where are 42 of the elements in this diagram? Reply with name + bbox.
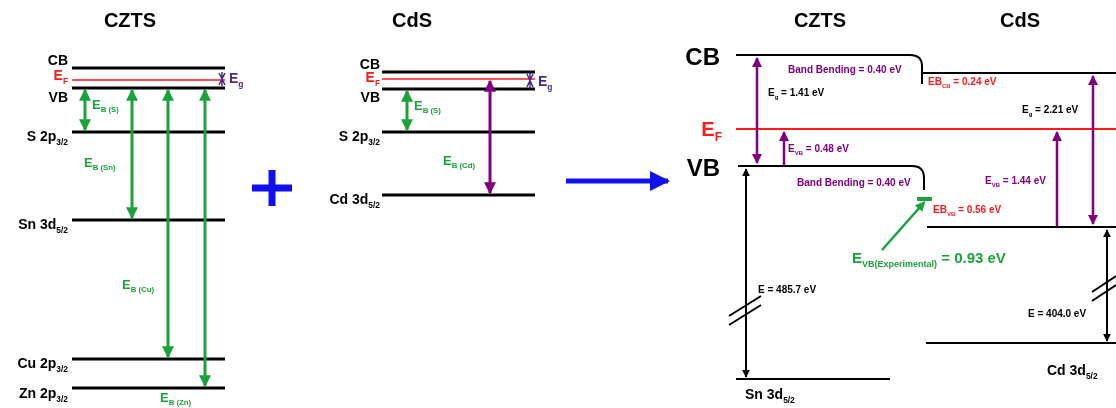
energy-label: E = 485.7 eV — [758, 285, 817, 295]
energy-label: E$_{B (Sn)}$ — [84, 155, 116, 173]
marker-tick — [917, 197, 932, 201]
core-level-label: Cu 2p$_{3/2}$ — [17, 356, 68, 374]
core-level-label: S 2p$_{3/2}$ — [338, 129, 380, 147]
band-bending-label: Band Bending = 0.40 eV — [788, 65, 902, 75]
energy-label: E$_{g}$ = 1.41 eV — [768, 88, 825, 100]
core-level-label: Zn 2p$_{3/2}$ — [19, 386, 68, 404]
gap-label: E$_{g}$ — [538, 74, 553, 92]
core-level-label: Cd 3d$_{5/2}$ — [329, 192, 380, 210]
band-bending-label: Band Bending = 0.40 eV — [797, 178, 911, 188]
panel-title: CZTS — [103, 10, 157, 30]
band-label: CB — [359, 57, 380, 71]
energy-label: EB$_{CB}$ = 0.24 eV — [928, 77, 997, 89]
annotation-label: E$_{VB(Experimental)}$ = 0.93 eV — [852, 250, 1006, 269]
energy-label: E$_{g}$ = 2.21 eV — [1022, 105, 1079, 117]
energy-label: E$_{B (S)}$ — [414, 98, 441, 116]
band-label: CB — [685, 45, 720, 69]
band-label: CB — [47, 53, 68, 67]
panel-title: CdS — [392, 10, 432, 30]
energy-label: E$_{VB}$ = 1.44 eV — [985, 176, 1046, 188]
energy-label: E$_{B (S)}$ — [92, 97, 119, 115]
energy-label: E$_{B (Zn)}$ — [160, 390, 192, 408]
core-level-label: S 2p$_{3/2}$ — [26, 129, 68, 147]
fermi-label: E$_{F}$ — [701, 119, 722, 143]
panel-title: CZTS — [793, 10, 847, 30]
core-level-label: Sn 3d$_{5/2}$ — [18, 217, 68, 235]
energy-label: E$_{B (Cd)}$ — [443, 153, 476, 171]
fermi-label: E$_{F}$ — [365, 70, 380, 88]
energy-label: E = 404.0 eV — [1028, 309, 1087, 319]
band-label: VB — [686, 156, 720, 180]
band-label: VB — [48, 90, 68, 104]
panel-title: CdS — [1000, 10, 1040, 30]
fermi-label: E$_{F}$ — [53, 68, 68, 86]
core-level-label: Cd 3d$_{5/2}$ — [1047, 363, 1098, 381]
energy-label: E$_{B (Cu)}$ — [122, 277, 155, 295]
leader-arrow — [881, 201, 926, 251]
band-label: VB — [360, 90, 380, 104]
gap-label: E$_{g}$ — [229, 71, 244, 89]
core-level-label: Sn 3d$_{5/2}$ — [745, 387, 795, 405]
energy-label: EB$_{VB}$ = 0.56 eV — [933, 205, 1002, 217]
energy-label: E$_{VB}$ = 0.48 eV — [788, 144, 849, 156]
